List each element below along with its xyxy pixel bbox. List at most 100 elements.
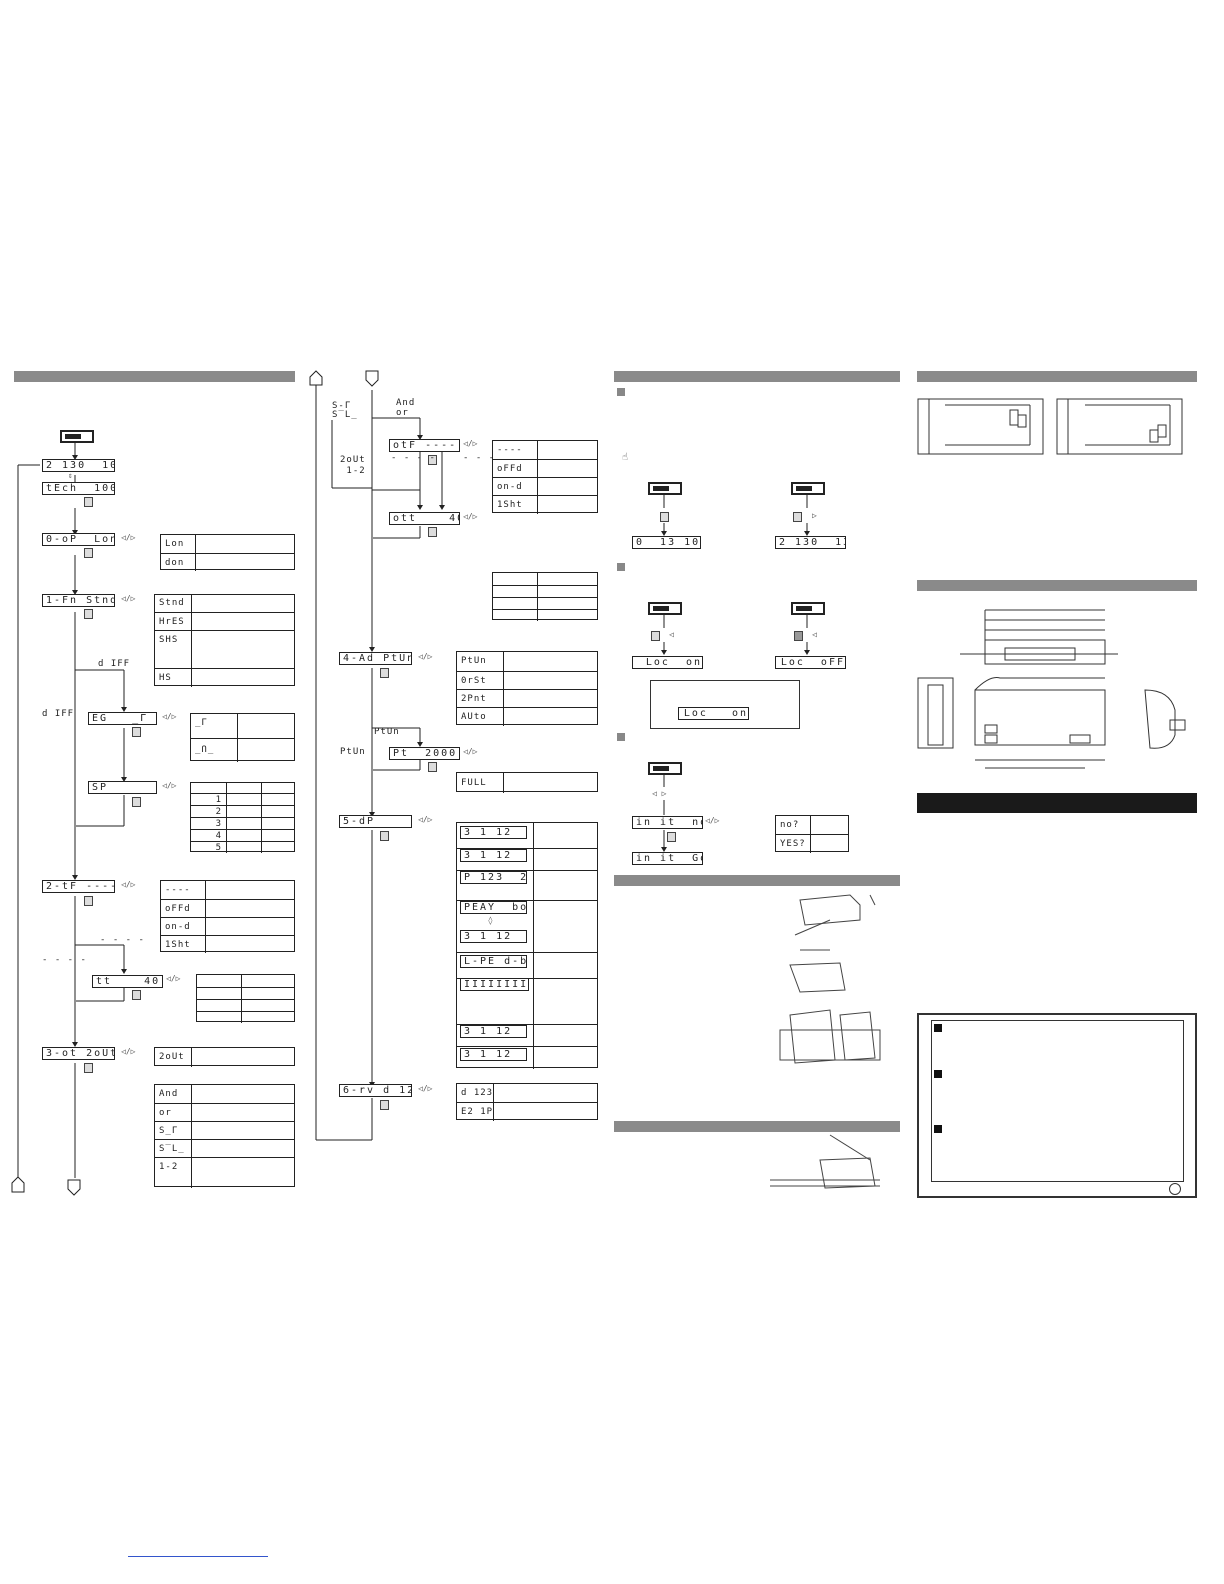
sensitivity-table: 1 2 3 4 5 bbox=[190, 782, 295, 853]
set-button-icon bbox=[380, 668, 389, 678]
edge-options: _Γ _Ո_ bbox=[190, 713, 295, 762]
reverse-options: d 123 E2 1P bbox=[456, 1083, 598, 1121]
left-right-arrow-icon: ◁/▷ bbox=[162, 712, 177, 721]
mode-indicator bbox=[60, 430, 94, 443]
level-1: 1 bbox=[215, 795, 222, 805]
adjust-display: 4-Ad PtUn bbox=[339, 652, 412, 665]
output-display: 3-ot 2oUt bbox=[42, 1047, 115, 1060]
display-option-bar: IIIIIIII bbox=[460, 978, 529, 991]
sensitivity-display: SP 3 bbox=[88, 781, 157, 794]
option-or: or bbox=[159, 1108, 172, 1118]
mode-indicator bbox=[648, 762, 682, 775]
option-ond: on-d bbox=[165, 922, 191, 932]
option-1sht: 1Sht bbox=[165, 940, 191, 950]
option-none: ---- bbox=[497, 445, 523, 455]
display-mode-display: 5-dP bbox=[339, 815, 412, 828]
option-hres: HrES bbox=[159, 617, 185, 627]
option-yes: YES? bbox=[780, 839, 806, 849]
left-right-arrow-icon: ◁/▷ bbox=[162, 781, 177, 790]
set-button-icon bbox=[651, 631, 660, 641]
mode-indicator bbox=[648, 602, 682, 615]
right-button-icon: ▷ bbox=[812, 511, 817, 520]
option-s-fall: S‾L_ bbox=[159, 1144, 185, 1154]
display-option-3: P 123 2000 bbox=[460, 871, 527, 884]
option-pulse: _Ո_ bbox=[195, 745, 215, 755]
black-header-bar bbox=[917, 793, 1197, 813]
init-display: in it no? bbox=[632, 816, 703, 829]
timer-options: ---- oFFd on-d 1Sht bbox=[160, 880, 295, 953]
set-button-icon bbox=[428, 527, 437, 537]
dash-label: - - - - bbox=[391, 453, 436, 463]
output-timer-display: otF ---- bbox=[389, 439, 460, 452]
option-lon: Lon bbox=[165, 539, 185, 549]
set-button-icon bbox=[428, 762, 437, 772]
up-down-arrow-icon: ⇕ bbox=[68, 471, 73, 480]
section-header-bar bbox=[14, 371, 295, 382]
output-timer-time-display: ott 40 bbox=[389, 512, 460, 525]
adjust-options: PtUn 0rSt 2Pnt AUto bbox=[456, 651, 598, 726]
left-right-arrow-icon: ◁/▷ bbox=[463, 439, 478, 448]
section-header-bar bbox=[917, 371, 1197, 382]
left-button-icon: ◁ bbox=[812, 630, 817, 639]
option-ptun: PtUn bbox=[461, 656, 487, 666]
set-button-icon bbox=[84, 497, 93, 507]
timer-function-display: 2-tF ---- bbox=[42, 880, 115, 893]
lock-notice-display: Loc on bbox=[678, 707, 749, 720]
section-header-bar bbox=[614, 1121, 900, 1132]
option-d123: d 123 bbox=[461, 1088, 494, 1098]
diff-label: d IFF bbox=[98, 659, 131, 669]
output-timer-options: ---- oFFd on-d 1Sht bbox=[492, 440, 598, 514]
level-5: 5 bbox=[215, 843, 222, 853]
mode-indicator bbox=[791, 482, 825, 495]
timer-time-table bbox=[196, 974, 295, 1023]
display-option-9: 3 1 12 2ch bbox=[460, 1048, 527, 1061]
section-header-bar bbox=[614, 875, 900, 886]
set-button-icon bbox=[794, 631, 803, 641]
set-button-icon bbox=[132, 990, 141, 1000]
level-2: 2 bbox=[215, 807, 222, 817]
option-2pnt: 2Pnt bbox=[461, 694, 487, 704]
option-auto: AUto bbox=[461, 712, 487, 722]
option-shs: SHS bbox=[159, 635, 179, 645]
option-rising: _Γ bbox=[195, 718, 208, 728]
option-no: no? bbox=[780, 820, 800, 830]
lock-off-display: Loc oFF bbox=[775, 656, 846, 669]
operation-mode-display: 0-oP Lon bbox=[42, 533, 115, 546]
left-button-icon: ◁ bbox=[669, 630, 674, 639]
left-right-arrow-icon: ◁/▷ bbox=[166, 974, 181, 983]
set-button-icon bbox=[380, 831, 389, 841]
set-button-icon bbox=[132, 727, 141, 737]
mode-indicator bbox=[791, 602, 825, 615]
bullet-square-icon bbox=[934, 1070, 942, 1078]
left-right-arrow-icon: ◁/▷ bbox=[418, 815, 433, 824]
option-0rst: 0rSt bbox=[461, 676, 487, 686]
left-right-arrow-icon: ◁/▷ bbox=[705, 816, 720, 825]
left-right-arrow-icon: ◁/▷ bbox=[121, 533, 136, 542]
option-e21p: E2 1P bbox=[461, 1107, 494, 1117]
set-button-icon bbox=[84, 1063, 93, 1073]
left-right-arrow-icon: ◁/▷ bbox=[463, 512, 478, 521]
level-4: 4 bbox=[215, 831, 222, 841]
lock-on-display: Loc on bbox=[632, 656, 703, 669]
set-button-icon bbox=[793, 512, 802, 522]
option-hs: HS bbox=[159, 673, 172, 683]
option-and: And bbox=[159, 1089, 179, 1099]
bullet-square-icon bbox=[934, 1024, 942, 1032]
left-right-arrow-icon: ◁/▷ bbox=[121, 594, 136, 603]
function-display: 1-Fn Stnd bbox=[42, 594, 115, 607]
output-options-b: And or S_Γ S‾L_ 1-2 bbox=[154, 1084, 295, 1188]
left-right-arrow-icon: ◁/▷ bbox=[121, 880, 136, 889]
percent-tuning-display: Pt 2000 bbox=[389, 747, 460, 760]
display-option-6: L-PE d-bt bbox=[460, 955, 527, 968]
option-stnd: Stnd bbox=[159, 598, 185, 608]
set-button-icon bbox=[84, 609, 93, 619]
option-offd: oFFd bbox=[165, 904, 191, 914]
set-button-icon bbox=[660, 512, 669, 522]
link-underline[interactable] bbox=[128, 1556, 268, 1557]
option-none: ---- bbox=[165, 885, 191, 895]
notice-box-inner bbox=[931, 1020, 1184, 1182]
left-right-arrow-icon: ◁/▷ bbox=[418, 1084, 433, 1093]
output-time-table bbox=[492, 572, 598, 621]
left-right-buttons-icon: ◁ ▷ bbox=[652, 789, 667, 798]
